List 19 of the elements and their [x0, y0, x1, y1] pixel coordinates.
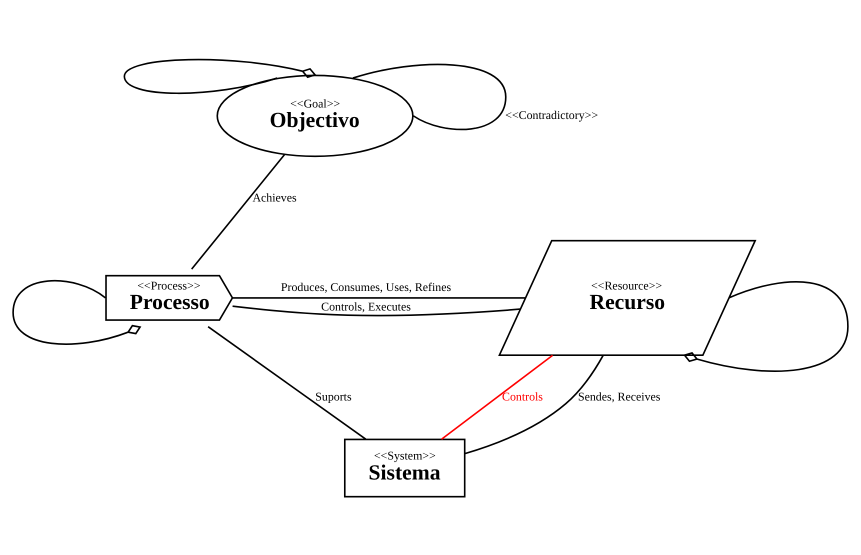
connector — [208, 326, 366, 440]
edge-label: Controls — [502, 388, 543, 403]
connector — [12, 280, 142, 344]
connector — [352, 63, 507, 130]
connector — [232, 304, 520, 316]
edge-label: Produces, Consumes, Uses, Refines — [280, 280, 452, 294]
edge-label: Sendes, Receives — [578, 388, 660, 403]
node-box: <<System>> Sistema — [344, 438, 466, 497]
node-ellipse: <<Goal>> Objectivo — [216, 74, 414, 157]
edge-label: Achieves — [252, 190, 297, 204]
connector — [441, 354, 554, 440]
connector — [683, 280, 849, 372]
connector — [191, 154, 286, 270]
connector — [232, 296, 526, 298]
edge-label: Controls, Executes — [321, 299, 411, 314]
edge-label: Suports — [315, 388, 352, 403]
edge-label: <<Contradictory>> — [505, 107, 598, 122]
connector — [464, 354, 604, 454]
connector — [124, 58, 316, 94]
